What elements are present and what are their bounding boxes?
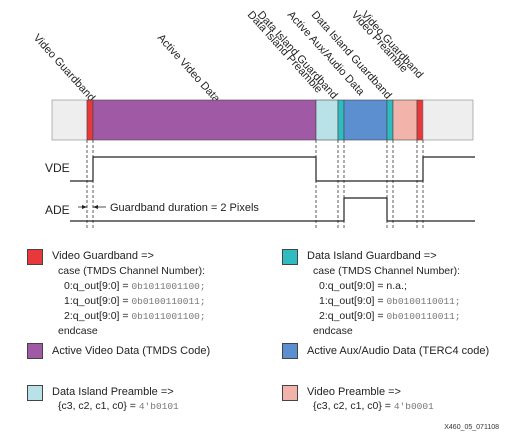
figure-id: X460_05_071108 <box>444 424 499 431</box>
legend-data-island-preamble-expr: {c3, c2, c1, c0} = 4'b0101 <box>58 400 179 412</box>
guardband-duration-text: Guardband duration = 2 Pixels <box>110 202 259 214</box>
legend-video-guardband-line1: 1:q_out[9:0] = 0b0100110011; <box>64 295 206 307</box>
label-active-video-data: Active Video Data <box>155 32 223 106</box>
segment-video-guardband-2 <box>416 99 424 141</box>
legend-video-guardband-case: case (TMDS Channel Number): <box>58 265 206 277</box>
segment-active-aux-audio <box>343 99 388 141</box>
legend-swatch-video-guardband <box>27 249 43 265</box>
legend-title-video-guardband: Video Guardband => <box>52 250 154 262</box>
legend-data-island-guardband-endcase: endcase <box>313 325 353 337</box>
legend-video-preamble-expr: {c3, c2, c1, c0} = 4'b0001 <box>313 400 434 412</box>
vde-waveform <box>70 156 475 182</box>
legend-data-island-guardband-case: case (TMDS Channel Number): <box>313 265 461 277</box>
signal-ade-label: ADE <box>45 203 70 217</box>
legend-swatch-active-aux-audio <box>282 343 298 359</box>
legend-data-island-guardband-line2: 2:q_out[9:0] = 0b0100110011; <box>319 310 461 322</box>
ade-waveform <box>70 197 475 222</box>
legend-video-guardband-endcase: endcase <box>58 325 98 337</box>
legend-video-guardband-line2: 2:q_out[9:0] = 0b1011001100; <box>64 310 206 322</box>
legend-video-guardband-line0: 0:q_out[9:0] = 0b1011001100; <box>64 280 206 292</box>
legend-title-data-island-guardband: Data Island Guardband => <box>307 250 437 262</box>
alignment-lines <box>86 140 424 228</box>
segment-active-video <box>92 99 317 141</box>
legend-title-data-island-preamble: Data Island Preamble => <box>52 386 174 398</box>
legend-title-video-preamble: Video Preamble => <box>307 386 401 398</box>
top-labels: Video Guardband Active Video Data Data I… <box>31 9 425 106</box>
stream-bar <box>51 99 474 141</box>
segment-blank-right <box>422 99 474 141</box>
segment-data-island-guardband-2 <box>386 99 394 141</box>
legend-title-active-aux-audio: Active Aux/Audio Data (TERC4 code) <box>307 345 490 357</box>
legend-data-island-guardband-line0: 0:q_out[9:0] = n.a.; <box>319 280 407 292</box>
legend-data-island-guardband-line1: 1:q_out[9:0] = 0b0100110011; <box>319 295 461 307</box>
label-data-island-preamble: Data Island Preamble <box>245 9 325 96</box>
legend-swatch-data-island-preamble <box>27 385 43 401</box>
segment-blank-left <box>51 99 88 141</box>
legend-swatch-data-island-guardband <box>282 249 298 265</box>
guardband-duration-annotation: Guardband duration = 2 Pixels <box>78 202 259 214</box>
segment-video-preamble <box>392 99 418 141</box>
legend-title-active-video: Active Video Data (TMDS Code) <box>52 345 211 357</box>
signal-vde-label: VDE <box>45 161 70 175</box>
legend-swatch-active-video <box>27 343 43 359</box>
segment-video-guardband <box>86 99 94 141</box>
segment-data-island-preamble <box>315 99 339 141</box>
label-video-guardband: Video Guardband <box>31 32 97 104</box>
legend-swatch-video-preamble <box>282 385 298 401</box>
segment-data-island-guardband-1 <box>337 99 345 141</box>
